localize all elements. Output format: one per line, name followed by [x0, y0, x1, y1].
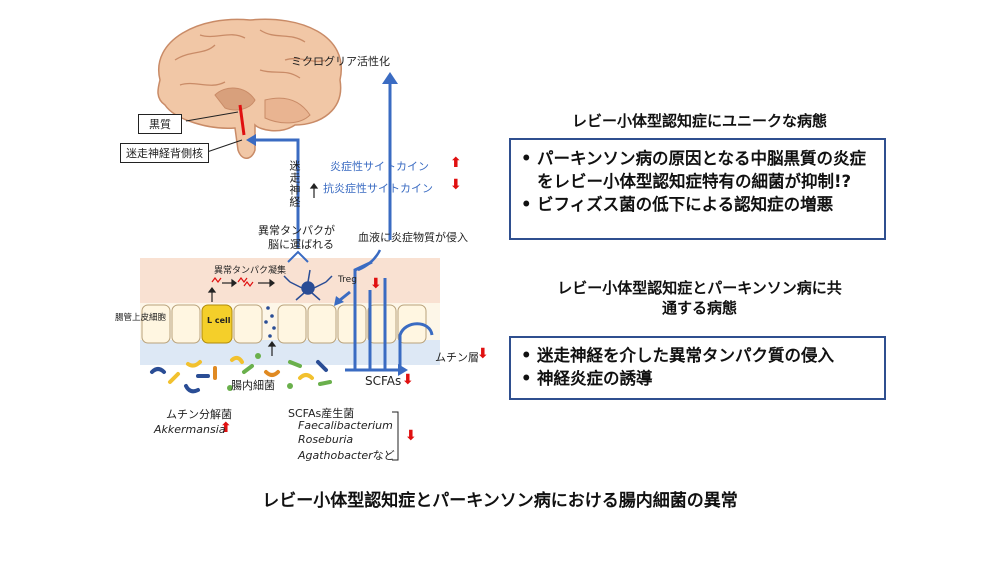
agathobacter-label: Agathobacter — [298, 449, 373, 462]
epithelial-cells — [141, 304, 427, 344]
akkermansia-up-icon: ⬆ — [220, 420, 232, 436]
protein-to-brain-line1: 異常タンパクが — [258, 224, 335, 237]
producers-down-icon: ⬇ — [405, 428, 417, 444]
inflammatory-up-icon: ⬆ — [450, 155, 462, 171]
epithelial-label: 腸管上皮細胞 — [115, 313, 167, 323]
treg-label: Treg — [338, 275, 357, 285]
vagus-nucleus-label: 迷走神経背側核 — [120, 143, 209, 163]
box1-item-1: パーキンソン病の原因となる中脳黒質の炎症をレビー小体型認知症特有の細菌が抑制!? — [515, 147, 876, 193]
inflammatory-cytokine-label: 炎症性サイトカイン — [330, 160, 429, 173]
agathobacter-suffix: など — [372, 449, 395, 462]
vagus-up-arrow — [309, 183, 319, 198]
scfa-producers-label: SCFAs産生菌 — [288, 407, 355, 420]
faecalibacterium-label: Faecalibacterium — [298, 419, 393, 432]
heading-common-line1: レビー小体型認知症とパーキンソン病に共 — [557, 279, 842, 297]
intestinal-tissue — [140, 258, 440, 303]
heading-common-line2: 通する病態 — [661, 299, 737, 317]
pathway-diagram — [140, 18, 440, 461]
box1-item-2: ビフィズス菌の低下による認知症の増悪 — [515, 193, 876, 216]
vagus-nerve-label: 迷走神経 — [288, 160, 301, 208]
substantia-pointer — [185, 111, 239, 122]
gut-bacteria-icons — [150, 355, 332, 394]
protein-to-brain-line2: 脳に運ばれる — [268, 238, 334, 251]
protein-aggregate-icon — [211, 277, 254, 287]
box2-item-2: 神経炎症の誘導 — [515, 367, 876, 390]
producer-bracket — [392, 411, 399, 461]
protein-aggregation-label: 異常タンパク凝集 — [214, 266, 287, 276]
figure-caption: レビー小体型認知症とパーキンソン病における腸内細菌の異常 — [262, 491, 738, 511]
heading-dlb-unique: レビー小体型認知症にユニークな病態 — [571, 112, 827, 130]
box-common: 迷走神経を介した異常タンパク質の侵入 神経炎症の誘導 — [509, 336, 886, 400]
mucin-down-icon: ⬇ — [477, 346, 489, 362]
mucin-degrader-label: ムチン分解菌 — [166, 408, 232, 421]
aggregation-arrows — [207, 278, 275, 302]
scfas-down-icon: ⬇ — [402, 372, 414, 388]
bacteria-dots — [227, 353, 293, 391]
roseburia-label: Roseburia — [298, 433, 354, 446]
blood-invasion-label: 血液に炎症物質が侵入 — [358, 231, 468, 244]
box-dlb-unique: パーキンソン病の原因となる中脳黒質の炎症をレビー小体型認知症特有の細菌が抑制!?… — [509, 138, 886, 240]
akkermansia-label: Akkermansia — [154, 423, 226, 436]
bacteria-up-arrow — [267, 341, 277, 356]
agathobacter-line: Agathobacterなど — [298, 447, 395, 463]
mucin-layer-label: ムチン層 — [435, 351, 479, 364]
vagus-fork — [287, 250, 309, 263]
l-cell-label: L cell — [207, 316, 231, 325]
blood-arrow — [357, 249, 382, 272]
heading-common: レビー小体型認知症とパーキンソン病に共 通する病態 — [512, 278, 887, 318]
brain-illustration — [157, 18, 343, 159]
box2-item-1: 迷走神経を介した異常タンパク質の侵入 — [515, 344, 876, 367]
neuron-icon — [283, 269, 333, 301]
gut-bacteria-label: 腸内細菌 — [231, 379, 275, 392]
anti-inflammatory-cytokine-label: 抗炎症性サイトカイン — [323, 182, 433, 195]
substantia-label: 黒質 — [138, 114, 182, 134]
vagus-nucleus-pointer — [206, 139, 243, 153]
scfas-label: SCFAs — [365, 374, 402, 388]
protein-dots — [264, 306, 276, 338]
treg-down-icon: ⬇ — [370, 276, 382, 292]
anti-inflammatory-down-icon: ⬇ — [450, 177, 462, 193]
microglia-label: ミクログリア活性化 — [291, 55, 390, 68]
arrowheads — [246, 72, 408, 376]
